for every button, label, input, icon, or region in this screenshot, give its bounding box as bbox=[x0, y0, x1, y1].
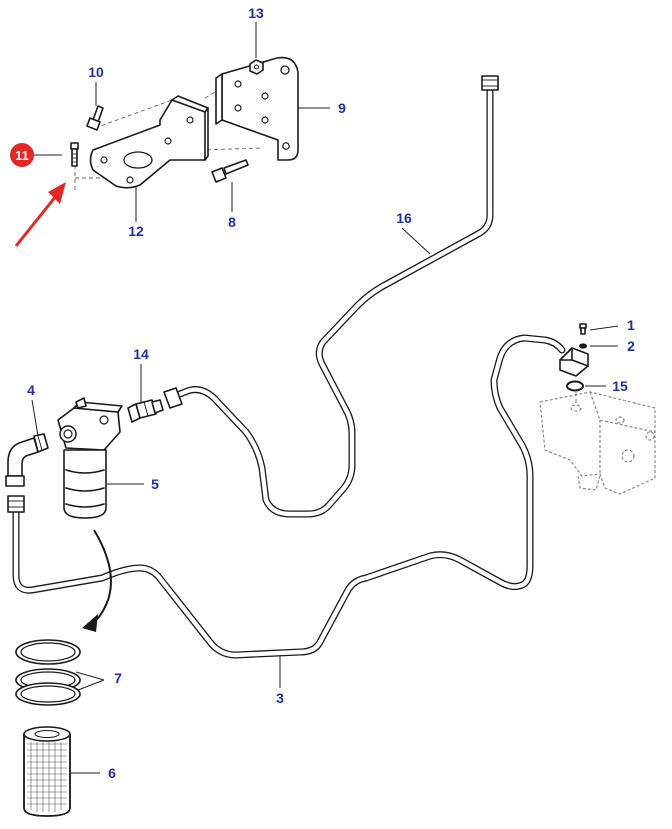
callout-14: 14 bbox=[133, 346, 149, 362]
tube-assembly bbox=[7, 334, 566, 659]
banjo-connector bbox=[559, 347, 589, 377]
filter-element bbox=[23, 726, 71, 817]
bolt bbox=[211, 159, 249, 183]
mounting-bracket bbox=[89, 95, 209, 189]
leader-line bbox=[589, 325, 619, 331]
callout-9: 9 bbox=[338, 100, 346, 116]
elbow-fitting bbox=[5, 433, 49, 487]
callout-16: 16 bbox=[396, 210, 412, 226]
highlight-arrow bbox=[14, 182, 66, 247]
assembly-guide-line bbox=[199, 147, 263, 151]
bolt bbox=[86, 105, 104, 131]
highlighted-bolt bbox=[70, 142, 79, 167]
leader-line bbox=[401, 227, 431, 255]
exploded-view-arrow bbox=[82, 529, 112, 632]
nut bbox=[249, 59, 264, 75]
tube-assembly bbox=[163, 75, 499, 518]
callout-8: 8 bbox=[228, 214, 236, 230]
callout-7: 7 bbox=[114, 670, 122, 686]
washer bbox=[579, 343, 587, 349]
callout-15: 15 bbox=[612, 378, 628, 394]
bracket-assembly bbox=[70, 56, 299, 190]
filter-housing bbox=[57, 397, 123, 519]
highlight-badge: 11 bbox=[10, 143, 34, 167]
callout-4: 4 bbox=[27, 382, 35, 398]
callout-10: 10 bbox=[88, 64, 104, 80]
screw bbox=[579, 323, 587, 335]
callout-2: 2 bbox=[627, 338, 635, 354]
leader-line bbox=[77, 679, 105, 691]
callout-5: 5 bbox=[151, 476, 159, 492]
callout-6: 6 bbox=[108, 765, 116, 781]
callout-3: 3 bbox=[276, 690, 284, 706]
callout-labels: 13 10 9 12 8 16 1 2 15 14 4 5 7 3 6 bbox=[27, 5, 635, 781]
leader-line bbox=[75, 671, 105, 681]
seal-rings bbox=[15, 639, 81, 706]
badge-label: 11 bbox=[15, 148, 29, 163]
o-ring-seal bbox=[566, 380, 584, 392]
fitting-adapter bbox=[127, 399, 164, 423]
callout-1: 1 bbox=[627, 317, 635, 333]
callout-12: 12 bbox=[128, 223, 144, 239]
callout-13: 13 bbox=[248, 5, 264, 21]
plate-bracket bbox=[215, 56, 299, 161]
leader-lines bbox=[31, 22, 619, 774]
hydraulic-block bbox=[539, 391, 656, 495]
leader-line bbox=[31, 399, 39, 437]
